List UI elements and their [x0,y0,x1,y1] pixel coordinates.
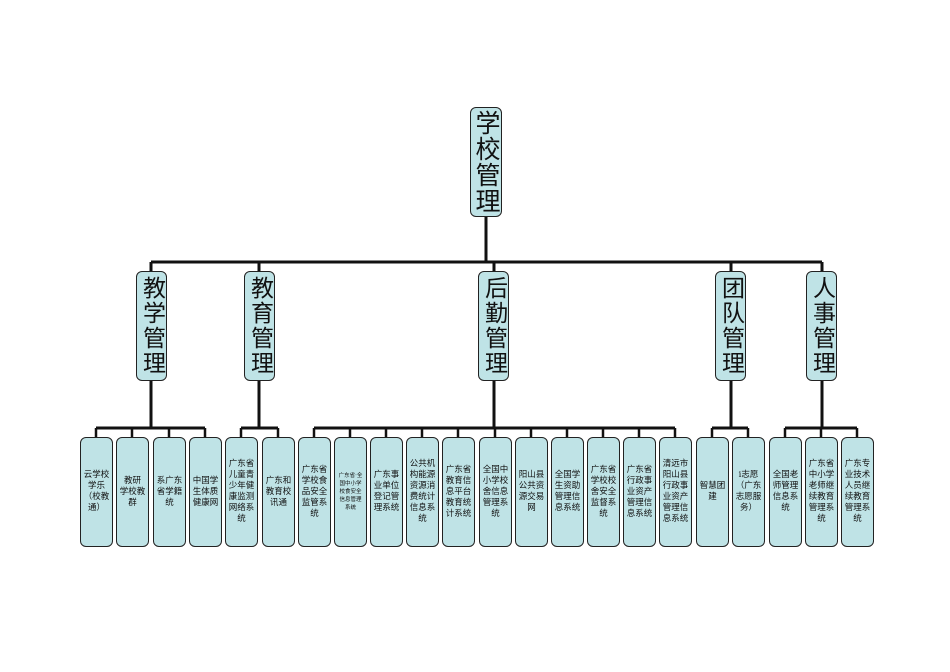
leaf-node: 全国中小学校舍信息管理系统 [479,437,512,547]
category-label: 教育管理 [246,276,273,376]
leaf-node: 广东省教育信息平台教育统计系统 [442,437,475,547]
leaf-node: 广东省行政事业资产管理信息系统 [623,437,656,547]
category-label: 团队管理 [717,276,744,376]
leaf-node: 教研 学校教群 [116,437,149,547]
category-personnel: 人事管理 [806,271,837,381]
root-label: 学校管理 [472,110,501,214]
category-label: 后勤管理 [480,276,507,376]
category-label: 人事管理 [808,276,835,376]
leaf-node: 广东省中小学老师继续教育管理系统 [805,437,838,547]
leaf-node: 广东省·全国中小学校食安全信息管理系统 [334,437,367,547]
leaf-node: 广东和教育校讯通 [262,437,295,547]
leaf-node: 广东专业技术人员继续教育管理系统 [841,437,874,547]
leaf-node: 公共机构能源资源消费统计信息系统 [406,437,439,547]
leaf-node: 中国学生体质健康网 [189,437,222,547]
leaf-node: 全国学生资助管理信息系统 [551,437,584,547]
leaf-node: i志愿（广东志愿服务） [732,437,765,547]
root-node: 学校管理 [470,107,502,217]
leaf-node: 云学校 学乐（校教通） [80,437,113,547]
category-label: 教学管理 [138,276,165,376]
leaf-node: 广东事业单位登记管理系统 [370,437,403,547]
category-logistics: 后勤管理 [478,271,509,381]
leaf-node: 广东省学校食品安全监管系统 [298,437,331,547]
leaf-node: 清远市阳山县行政事业资产管理信息系统 [659,437,692,547]
category-team: 团队管理 [715,271,746,381]
leaf-node: 广东省学校校舍安全监督系统 [587,437,620,547]
leaf-node: 阳山县公共资源交易网 [515,437,548,547]
leaf-node: 全国老师管理信息系统 [769,437,802,547]
leaf-node: 系广东省学籍统 [153,437,186,547]
category-teaching: 教学管理 [136,271,167,381]
category-education: 教育管理 [244,271,275,381]
leaf-node: 广东省儿童青少年健康监测网络系统 [225,437,258,547]
leaf-node: 智慧团建 [696,437,729,547]
